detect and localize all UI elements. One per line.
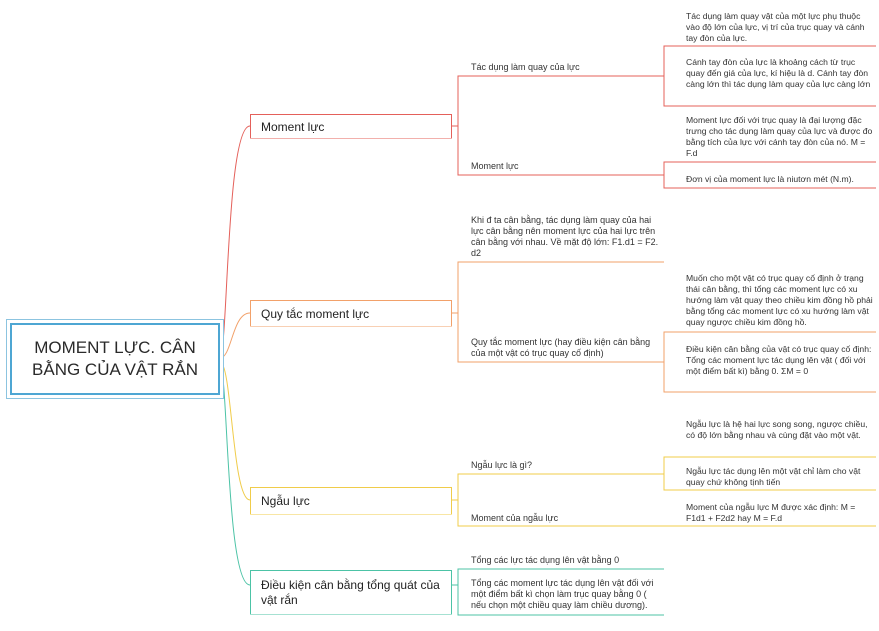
link-root-b2 bbox=[219, 312, 251, 359]
b1-leaf-dinh-nghia[interactable]: Moment lực đối với trục quay là đại lượn… bbox=[686, 115, 873, 158]
b1-leaf-phu-thuoc[interactable]: Tác dụng làm quay vật của một lực phụ th… bbox=[686, 11, 865, 43]
b2-to-sub1 bbox=[452, 261, 664, 314]
branch-quy-tac-moment[interactable]: Quy tắc moment lực bbox=[250, 300, 452, 326]
link-root-b1 bbox=[219, 125, 251, 356]
b2-sub-can-bang[interactable]: Khi đ ta cân bằng, tác dụng làm quay của… bbox=[471, 215, 659, 258]
link-root-b3 bbox=[219, 361, 251, 501]
b3-leaf-cong-thuc[interactable]: Moment của ngẫu lực M được xác định: M =… bbox=[686, 502, 856, 523]
b1-sub-tac-dung[interactable]: Tác dụng làm quay của lực bbox=[471, 62, 580, 72]
branch-dieu-kien-tong-quat[interactable]: Điều kiện cân bằng tổng quát của vật rắn bbox=[250, 570, 452, 614]
b3-sub-ngau-luc-la-gi[interactable]: Ngẫu lực là gì? bbox=[471, 460, 533, 470]
branch-moment-luc-label: Moment lực bbox=[261, 119, 325, 134]
branch-ngau-luc[interactable]: Ngẫu lực bbox=[250, 487, 452, 514]
b3-to-sub2 bbox=[457, 500, 664, 527]
b4-to-sub2 bbox=[457, 585, 664, 616]
b1s2-to-leaf2 bbox=[663, 175, 876, 189]
b3s1-to-leaf1 bbox=[663, 456, 672, 474]
link-root-b4 bbox=[219, 365, 251, 586]
branch-moment-luc[interactable]: Moment lực bbox=[250, 114, 452, 138]
b1-sub-moment-luc[interactable]: Moment lực bbox=[471, 161, 519, 171]
b2-leaf-muon-cho[interactable]: Muốn cho một vật có trục quay cố định ở … bbox=[686, 273, 873, 327]
root-line-2: BẰNG CỦA VẬT RẮN bbox=[32, 360, 198, 379]
b3-sub-moment-ngau-luc[interactable]: Moment của ngẫu lực bbox=[471, 513, 559, 523]
b1-leaf-don-vi[interactable]: Đơn vị của moment lực là niutơn mét (N.m… bbox=[686, 174, 854, 184]
root-topic[interactable]: MOMENT LỰC. CÂN BẰNG CỦA VẬT RẮN bbox=[10, 323, 220, 395]
b1-leaf-canh-tay-don[interactable]: Cánh tay đòn của lực là khoảng cách từ t… bbox=[686, 57, 871, 89]
b1s1-to-leaf2 bbox=[663, 76, 876, 107]
b2-sub-quy-tac[interactable]: Quy tắc moment lực (hay điều kiện cân bằ… bbox=[471, 337, 651, 358]
b2s2-to-leaf1 bbox=[663, 331, 876, 362]
b3-leaf-he-hai-luc[interactable]: Ngẫu lực là hệ hai lực song song, ngược … bbox=[686, 419, 868, 440]
b3-to-sub1 bbox=[452, 473, 664, 501]
b2s2-to-leaf2 bbox=[663, 362, 876, 393]
b2-to-sub2 bbox=[457, 313, 664, 363]
b1-to-sub1 bbox=[452, 75, 590, 127]
b1s1-to-leaf1 bbox=[590, 45, 672, 77]
b4-sub-tong-moment[interactable]: Tổng các moment lực tác dụng lên vật đối… bbox=[471, 578, 654, 610]
b1-to-sub2 bbox=[457, 126, 590, 176]
b2-leaf-dieu-kien[interactable]: Điều kiện cân bằng của vật có trục quay … bbox=[686, 344, 872, 376]
b1s2-to-leaf1 bbox=[590, 161, 876, 176]
root-line-1: MOMENT LỰC. CÂN bbox=[34, 338, 196, 357]
b3-leaf-chi-lam-quay[interactable]: Ngẫu lực tác dụng lên một vật chỉ làm ch… bbox=[686, 466, 861, 487]
b4-to-sub1 bbox=[452, 568, 664, 586]
b4-sub-tong-luc[interactable]: Tổng các lực tác dụng lên vật bằng 0 bbox=[471, 555, 620, 565]
b3s1-to-leaf2 bbox=[663, 474, 876, 491]
